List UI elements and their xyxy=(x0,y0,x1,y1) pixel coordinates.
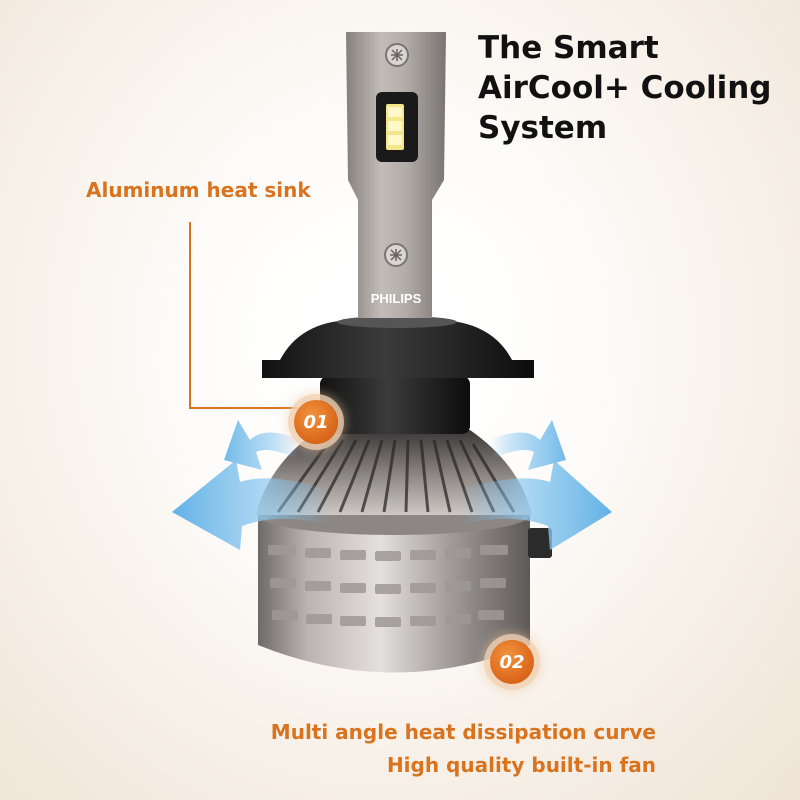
headline-line-2: AirCool+ Cooling xyxy=(478,70,772,106)
bulb-base xyxy=(262,316,534,378)
headline-line-3: System xyxy=(478,110,608,146)
airflow-arrow-right xyxy=(460,460,612,550)
airflow-arrow-upper-right xyxy=(490,420,566,470)
badge-02: 02 xyxy=(490,640,534,684)
airflow-arrow-left xyxy=(172,460,330,550)
heat-sink-callout: Aluminum heat sink xyxy=(86,178,311,202)
airflow-arrow-upper-left xyxy=(224,420,300,470)
bulb-collar xyxy=(320,376,470,434)
led-arm: PHILIPS xyxy=(346,32,446,318)
brand-label: PHILIPS xyxy=(371,291,422,306)
dissipation-curve-callout: Multi angle heat dissipation curve xyxy=(270,720,656,744)
airflow-arrows xyxy=(172,420,612,550)
headline: The Smart AirCool+ Cooling System xyxy=(478,28,788,148)
badge-01: 01 xyxy=(294,400,338,444)
headline-line-1: The Smart xyxy=(478,30,659,66)
heat-sink-leader-line xyxy=(189,222,298,409)
built-in-fan-callout: High quality built-in fan xyxy=(386,753,656,777)
